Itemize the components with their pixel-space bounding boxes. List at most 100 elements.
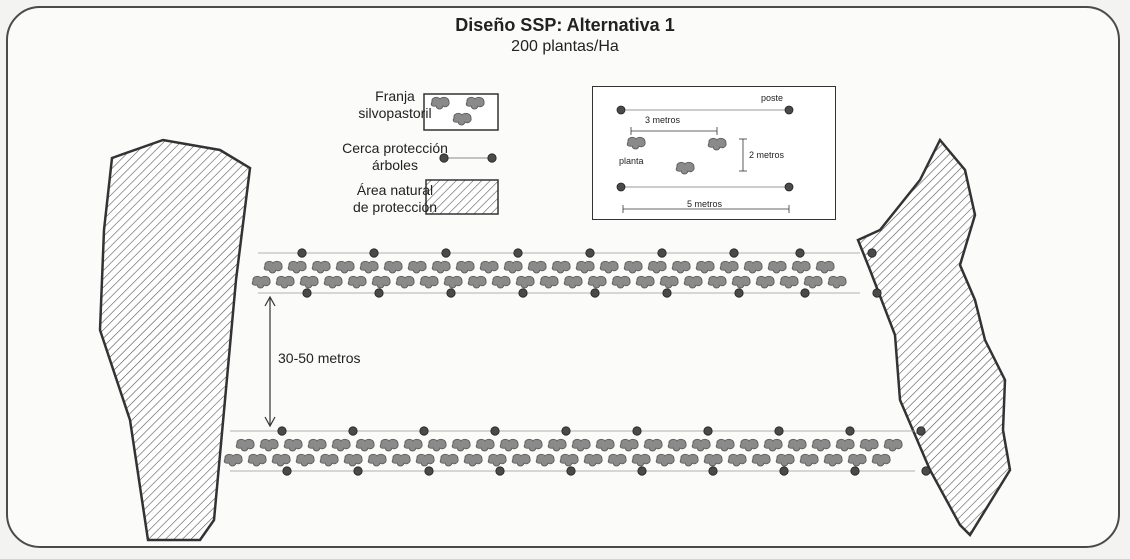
inset-planta-label: planta (619, 156, 644, 166)
inset-detail: poste planta 3 metros 2 metros 5 metros (592, 86, 836, 220)
plant-icon (587, 275, 607, 289)
plant-icon (571, 438, 591, 452)
fence-post (662, 288, 672, 298)
plant-icon (695, 260, 715, 274)
plant-icon (283, 438, 303, 452)
plant-icon (479, 260, 499, 274)
legend-franja-symbol (423, 93, 499, 131)
plant-icon (835, 438, 855, 452)
fence-post (513, 248, 523, 258)
plant-icon (263, 260, 283, 274)
plant-icon (379, 438, 399, 452)
plant-icon (431, 260, 451, 274)
plant-icon (755, 275, 775, 289)
fence-post (441, 248, 451, 258)
plant-icon (355, 438, 375, 452)
plant-icon (719, 260, 739, 274)
plant-icon (727, 453, 747, 467)
inset-poste-label: poste (761, 93, 784, 103)
inset-post (616, 105, 626, 115)
plant-icon (631, 453, 651, 467)
plant-icon (451, 438, 471, 452)
plant-icon (367, 453, 387, 467)
plant-icon (647, 260, 667, 274)
plant-icon (575, 260, 595, 274)
plant-icon (731, 275, 751, 289)
fence-post (424, 466, 434, 476)
plant-icon (427, 438, 447, 452)
inset-plant (626, 136, 646, 150)
plant-icon (319, 453, 339, 467)
plant-icon (563, 275, 583, 289)
plant-icon (619, 438, 639, 452)
plant-icon (739, 438, 759, 452)
plant-icon (491, 275, 511, 289)
inset-plant (675, 161, 695, 175)
plant-icon (815, 260, 835, 274)
plant-icon (803, 275, 823, 289)
plant-icon (827, 275, 847, 289)
fence-post (590, 288, 600, 298)
plant-icon (371, 275, 391, 289)
plant-icon (823, 453, 843, 467)
fence-post (302, 288, 312, 298)
plant-icon (475, 438, 495, 452)
fence-post (703, 426, 713, 436)
fence-post (921, 466, 931, 476)
fence-post (518, 288, 528, 298)
fence-post (561, 426, 571, 436)
plant-icon (655, 453, 675, 467)
plant-icon (415, 453, 435, 467)
diagram-subtitle: 200 plantas/Ha (511, 38, 619, 55)
inset-post (616, 182, 626, 192)
distance-arrow (264, 295, 276, 428)
fence-post (734, 288, 744, 298)
plant-icon (223, 453, 243, 467)
left-protected-area (98, 138, 252, 542)
fence-post (845, 426, 855, 436)
plant-icon (547, 438, 567, 452)
legend-cerca-symbol (439, 153, 497, 163)
legend-area-symbol (425, 179, 499, 215)
fence-post (795, 248, 805, 258)
plant-icon (307, 438, 327, 452)
fence-post (277, 426, 287, 436)
plant-icon (335, 260, 355, 274)
inset-3m-label: 3 metros (645, 115, 681, 125)
plant-icon (503, 260, 523, 274)
plant-icon (635, 275, 655, 289)
fence-post (490, 426, 500, 436)
plant-icon (395, 275, 415, 289)
silvopastoral-strip-top (251, 248, 882, 298)
plant-icon (715, 438, 735, 452)
plant-icon (691, 438, 711, 452)
plant-icon (811, 438, 831, 452)
fence-post (657, 248, 667, 258)
inset-2m-label: 2 metros (749, 150, 785, 160)
plant-icon (311, 260, 331, 274)
plant-icon (707, 275, 727, 289)
plant-icon (623, 260, 643, 274)
plant-icon (607, 453, 627, 467)
plant-icon (779, 275, 799, 289)
legend-franja-label: Franja silvopastoril (358, 88, 432, 121)
inset-post (784, 182, 794, 192)
plant-icon (679, 453, 699, 467)
fence-post (585, 248, 595, 258)
plant-icon (235, 438, 255, 452)
plant-icon (751, 453, 771, 467)
inset-drawing (616, 105, 794, 213)
distance-label: 30-50 metros (278, 350, 361, 366)
fence-post (916, 426, 926, 436)
plant-icon (299, 275, 319, 289)
plant-icon (343, 453, 363, 467)
fence-post (348, 426, 358, 436)
plant-icon (883, 438, 903, 452)
plant-icon (407, 260, 427, 274)
plant-icon (551, 260, 571, 274)
plant-icon (247, 453, 267, 467)
plant-icon (391, 453, 411, 467)
inset-5m-label: 5 metros (687, 199, 723, 209)
plant-icon (527, 260, 547, 274)
